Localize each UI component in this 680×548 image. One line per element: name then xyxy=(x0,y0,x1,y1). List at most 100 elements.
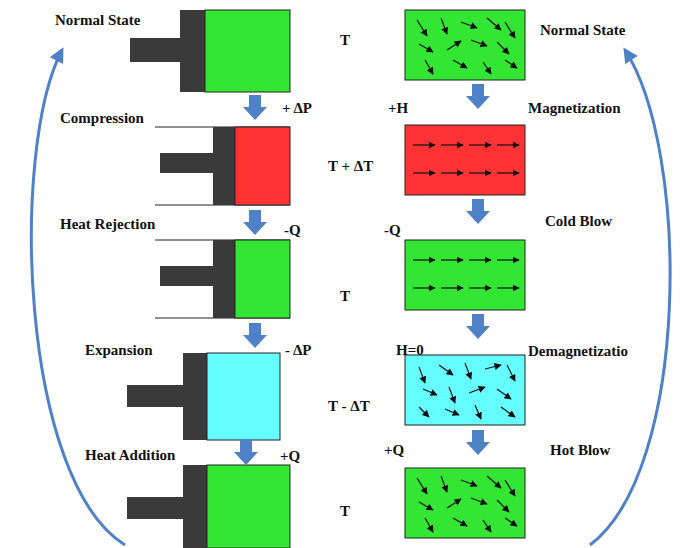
spin-arrow xyxy=(413,287,435,288)
step-label: Normal State xyxy=(55,12,140,29)
step-label: - ΔP xyxy=(285,342,311,359)
step-label: T xyxy=(340,32,350,49)
cylinder-heat-added xyxy=(127,465,290,548)
spin-arrow xyxy=(465,363,471,379)
step-arrow xyxy=(243,95,267,120)
step-arrow xyxy=(234,440,258,465)
spin-arrow xyxy=(475,405,481,419)
spin-arrow xyxy=(507,365,515,381)
spin-arrow xyxy=(485,365,501,369)
spin-arrow xyxy=(505,22,515,38)
step-label: Heat Addition xyxy=(85,447,175,464)
magnet-warmed xyxy=(405,468,525,538)
step-label: T + ΔT xyxy=(328,158,373,175)
spin-arrow xyxy=(419,407,429,417)
magnet-cooled xyxy=(405,240,525,310)
step-label: Demagnetizatio xyxy=(528,343,628,360)
spin-arrow xyxy=(417,478,427,494)
spin-arrow xyxy=(461,480,477,486)
magnet-normal xyxy=(405,10,525,80)
spin-arrow xyxy=(471,498,487,504)
step-arrow xyxy=(243,210,267,235)
step-arrow xyxy=(466,199,490,224)
spin-arrow xyxy=(461,22,477,28)
cylinder-compressed xyxy=(155,127,290,205)
spin-arrow xyxy=(497,259,519,260)
spin-arrow xyxy=(505,518,517,526)
spin-arrow xyxy=(469,387,485,393)
step-label: -Q xyxy=(384,222,401,239)
spin-arrow xyxy=(425,60,433,74)
step-label: T xyxy=(340,288,350,305)
spin-arrow xyxy=(413,144,435,145)
step-label: -Q xyxy=(284,222,301,239)
step-label: H=0 xyxy=(396,342,424,359)
spin-arrow xyxy=(423,389,437,395)
step-arrows xyxy=(234,84,490,465)
spin-arrow xyxy=(483,520,491,532)
cylinder-heat-rejected xyxy=(155,240,290,318)
step-arrow xyxy=(466,314,490,339)
step-label: +Q xyxy=(280,448,300,465)
spin-arrow xyxy=(447,499,461,508)
spin-arrow xyxy=(441,259,463,260)
step-label: Normal State xyxy=(540,22,625,39)
spin-arrow xyxy=(419,502,433,510)
spin-arrow xyxy=(441,144,463,145)
cylinder-normal xyxy=(130,10,290,92)
spin-arrow xyxy=(497,500,509,512)
spin-arrow xyxy=(413,172,435,173)
spin-arrow xyxy=(469,259,491,260)
spin-arrow xyxy=(449,387,455,403)
spin-arrow xyxy=(441,18,447,34)
spin-arrow xyxy=(445,409,459,415)
spin-arrow xyxy=(413,259,435,260)
step-label: Compression xyxy=(60,110,144,127)
spin-arrow xyxy=(497,172,519,173)
spin-arrow xyxy=(469,172,491,173)
spin-arrow xyxy=(501,407,515,417)
cylinder-expanded xyxy=(127,353,280,440)
cycle-return-arrow xyxy=(590,50,670,545)
spin-arrow xyxy=(497,287,519,288)
step-label: +Q xyxy=(384,442,404,459)
step-label: Expansion xyxy=(85,342,153,359)
spin-arrow xyxy=(439,365,453,375)
step-label: Magnetization xyxy=(528,100,620,117)
step-label: + ΔP xyxy=(282,100,312,117)
spin-arrow xyxy=(441,476,447,492)
magnet-magnetized xyxy=(405,125,525,195)
spin-arrow xyxy=(447,41,461,50)
step-arrow xyxy=(466,84,490,109)
spin-arrow xyxy=(453,60,467,68)
magnet-demagnetized xyxy=(405,355,525,425)
step-label: +H xyxy=(388,100,408,117)
spin-arrow xyxy=(469,287,491,288)
spin-arrow xyxy=(497,389,511,399)
spin-arrow xyxy=(497,42,509,54)
spin-arrow xyxy=(487,476,501,488)
spin-arrow xyxy=(425,518,433,532)
step-label: Cold Blow xyxy=(545,213,612,230)
spin-arrow xyxy=(453,518,467,526)
spin-arrow xyxy=(505,480,515,496)
step-label: Hot Blow xyxy=(550,442,610,459)
spin-arrow xyxy=(419,44,433,52)
step-label: T - ΔT xyxy=(328,398,370,415)
step-label: T xyxy=(340,503,350,520)
spin-arrow xyxy=(469,144,491,145)
spin-arrow xyxy=(471,40,487,46)
spin-arrow xyxy=(417,20,427,36)
spin-arrow xyxy=(497,144,519,145)
spin-arrow xyxy=(419,367,425,383)
spin-arrow xyxy=(441,172,463,173)
spin-arrow xyxy=(487,18,501,30)
step-arrow xyxy=(243,323,267,348)
spin-arrow xyxy=(441,287,463,288)
step-label: Heat Rejection xyxy=(60,216,155,233)
spin-arrow xyxy=(483,62,491,74)
step-arrow xyxy=(466,430,490,455)
spin-arrows xyxy=(413,18,519,532)
